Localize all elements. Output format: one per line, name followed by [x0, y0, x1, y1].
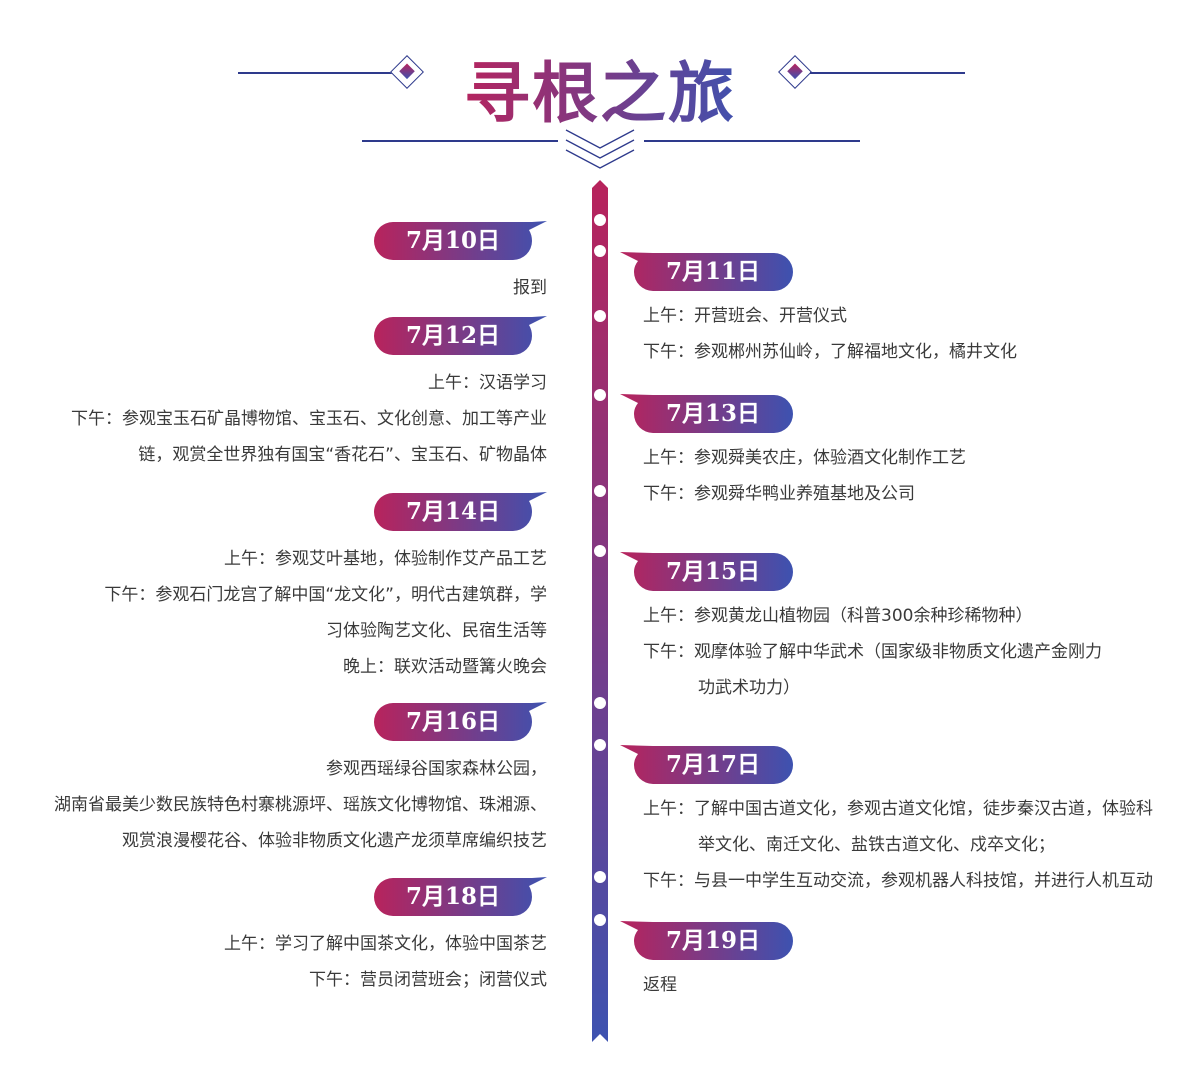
timeline-dot: [594, 389, 606, 401]
title-line-right: [810, 72, 965, 74]
date-badge: 7月16日: [374, 702, 547, 742]
date-badge: 7月14日: [374, 492, 547, 532]
schedule-line: 习体验陶艺文化、民宿生活等: [326, 621, 547, 641]
schedule-line: 返程: [643, 975, 677, 995]
timeline-dot: [594, 739, 606, 751]
day-7-12: 7月12日 上午：汉语学习 下午：参观宝玉石矿晶博物馆、宝玉石、文化创意、加工等…: [71, 316, 547, 473]
schedule-line: 湖南省最美少数民族特色村寨桃源坪、瑶族文化博物馆、珠湘源、: [54, 795, 547, 815]
schedule-line: 报到: [513, 278, 547, 298]
schedule-line: 上午：开营班会、开营仪式: [643, 306, 847, 326]
date-badge: 7月10日: [374, 221, 547, 261]
timeline-dot: [594, 697, 606, 709]
schedule-line: 晚上：联欢活动暨篝火晚会: [343, 657, 547, 677]
diamond-ornament-right: [778, 55, 812, 89]
schedule-line: 下午：参观宝玉石矿晶博物馆、宝玉石、文化创意、加工等产业: [71, 409, 547, 429]
schedule-line: 参观西瑶绿谷国家森林公园，: [326, 759, 547, 779]
schedule-line: 下午：观摩体验了解中华武术（国家级非物质文化遗产金刚力: [643, 642, 1102, 662]
schedule-line: 下午：参观郴州苏仙岭，了解福地文化，橘井文化: [643, 342, 1017, 362]
schedule-line: 下午：营员闭营班会；闭营仪式: [309, 970, 547, 990]
timeline-dot: [594, 871, 606, 883]
schedule-line: 链，观赏全世界独有国宝“香花石”、宝玉石、矿物晶体: [138, 445, 547, 465]
page-title: 寻根之旅: [455, 40, 745, 136]
timeline-dot: [594, 214, 606, 226]
day-7-17: 7月17日 上午：了解中国古道文化，参观古道文化馆，徒步秦汉古道，体验科 举文化…: [634, 745, 1153, 899]
schedule-line: 下午：参观舜华鸭业养殖基地及公司: [643, 484, 915, 504]
schedule-line: 举文化、南迁文化、盐铁古道文化、戍卒文化；: [698, 835, 1055, 855]
date-badge: 7月13日: [620, 394, 793, 434]
subtitle-line-left: [362, 140, 558, 142]
timeline-dot: [594, 914, 606, 926]
schedule-line: 功武术功力）: [698, 678, 800, 698]
date-badge: 7月15日: [620, 552, 793, 592]
chevron-down-icon: [565, 129, 635, 169]
timeline-dot: [594, 545, 606, 557]
date-badge: 7月19日: [620, 921, 793, 961]
date-badge: 7月17日: [620, 745, 793, 785]
schedule-line: 上午：汉语学习: [428, 373, 547, 393]
day-7-18: 7月18日 上午：学习了解中国茶文化，体验中国茶艺 下午：营员闭营班会；闭营仪式: [224, 877, 547, 998]
date-badge: 7月18日: [374, 877, 547, 917]
diamond-ornament-left: [390, 55, 424, 89]
day-7-13: 7月13日 上午：参观舜美农庄，体验酒文化制作工艺 下午：参观舜华鸭业养殖基地及…: [634, 394, 966, 512]
day-7-19: 7月19日 返程: [634, 921, 793, 1003]
timeline-dot: [594, 310, 606, 322]
timeline-dot: [594, 245, 606, 257]
schedule-line: 上午：了解中国古道文化，参观古道文化馆，徒步秦汉古道，体验科: [643, 799, 1153, 819]
day-7-16: 7月16日 参观西瑶绿谷国家森林公园， 湖南省最美少数民族特色村寨桃源坪、瑶族文…: [54, 702, 547, 859]
timeline-dot: [594, 485, 606, 497]
schedule-line: 下午：与县一中学生互动交流，参观机器人科技馆，并进行人机互动: [643, 871, 1153, 891]
day-7-10: 7月10日 报到: [374, 221, 547, 306]
date-badge: 7月11日: [620, 252, 793, 292]
schedule-line: 上午：参观艾叶基地，体验制作艾产品工艺: [224, 549, 547, 569]
date-badge: 7月12日: [374, 316, 547, 356]
schedule-line: 下午：参观石门龙宫了解中国“龙文化”，明代古建筑群，学: [104, 585, 547, 605]
schedule-line: 上午：学习了解中国茶文化，体验中国茶艺: [224, 934, 547, 954]
subtitle-line-right: [644, 140, 860, 142]
day-7-11: 7月11日 上午：开营班会、开营仪式 下午：参观郴州苏仙岭，了解福地文化，橘井文…: [634, 252, 1017, 370]
title-line-left: [238, 72, 395, 74]
day-7-15: 7月15日 上午：参观黄龙山植物园（科普300余种珍稀物种） 下午：观摩体验了解…: [634, 552, 1102, 706]
schedule-line: 上午：参观黄龙山植物园（科普300余种珍稀物种）: [643, 606, 1033, 626]
day-7-14: 7月14日 上午：参观艾叶基地，体验制作艾产品工艺 下午：参观石门龙宫了解中国“…: [104, 492, 547, 685]
schedule-line: 观赏浪漫樱花谷、体验非物质文化遗产龙须草席编织技艺: [122, 831, 547, 851]
schedule-line: 上午：参观舜美农庄，体验酒文化制作工艺: [643, 448, 966, 468]
